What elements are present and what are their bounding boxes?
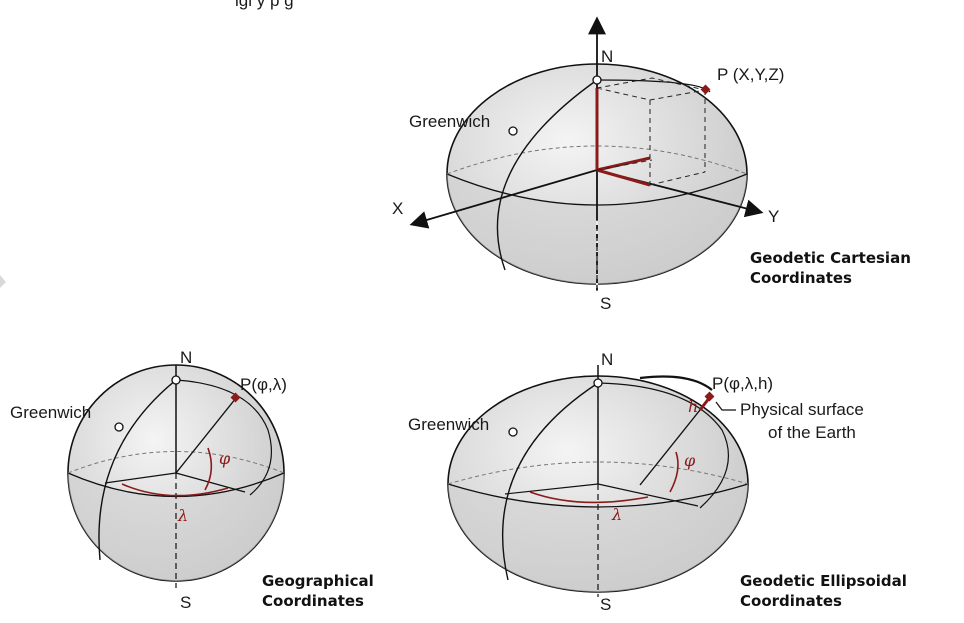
- cropped-header-text: igi y p g: [235, 0, 294, 10]
- geographical-radius-equator: [175, 472, 246, 493]
- ellipsoidal-radius-greenwich: [504, 483, 599, 495]
- ellipsoidal-point-p: [704, 391, 715, 402]
- geographical-radius-greenwich: [104, 472, 177, 484]
- geographical-diagram: N S Greenwich P(φ,λ) φ λ Geographical Co…: [10, 348, 374, 612]
- geographical-radius-p: [175, 397, 237, 474]
- geographical-equator-back: [67, 451, 285, 474]
- ellipsoidal-surface-line1: Physical surface: [740, 400, 864, 419]
- ellipsoidal-south-label: S: [600, 595, 611, 614]
- ellipsoidal-caption-line1: Geodetic Ellipsoidal: [740, 572, 907, 590]
- cartesian-caption-line1: Geodetic Cartesian: [750, 249, 911, 267]
- cartesian-greenwich-label: Greenwich: [409, 112, 490, 131]
- ellipsoidal-phi-arc: [669, 451, 679, 493]
- cartesian-point-label: P (X,Y,Z): [717, 65, 784, 84]
- ellipsoidal-lambda-label: λ: [611, 505, 622, 524]
- cartesian-y-component: [596, 168, 651, 187]
- cartesian-x-axis: [409, 169, 598, 229]
- cartesian-south-label: S: [600, 294, 611, 313]
- ellipsoidal-h-label: h: [688, 397, 698, 416]
- ellipsoidal-physical-surface: [639, 375, 713, 391]
- geographical-phi-label: φ: [219, 449, 231, 468]
- ellipsoidal-diagram: N S Greenwich P(φ,λ,h) h Physical surfac…: [408, 350, 907, 614]
- ellipsoidal-surface-line2: of the Earth: [768, 423, 856, 442]
- geographical-south-label: S: [180, 593, 191, 612]
- cartesian-north-pole-dot: [592, 75, 602, 85]
- geographical-caption-line1: Geographical: [262, 572, 374, 590]
- ellipsoidal-lambda-arc: [529, 491, 649, 504]
- geographical-meridian-p: [175, 379, 272, 496]
- geographical-lambda-label: λ: [177, 506, 188, 525]
- geographical-caption-line2: Coordinates: [262, 592, 364, 610]
- ellipsoidal-greenwich-label: Greenwich: [408, 415, 489, 434]
- cartesian-caption-line2: Coordinates: [750, 269, 852, 287]
- geographical-greenwich-label: Greenwich: [10, 403, 91, 422]
- ellipsoidal-greenwich-meridian: [501, 382, 599, 581]
- cartesian-y-label: Y: [768, 207, 779, 226]
- ellipsoidal-radius-equator: [597, 483, 699, 507]
- margin-decoration: [0, 275, 6, 288]
- geographical-point-label: P(φ,λ): [240, 375, 287, 394]
- ellipsoidal-caption-line2: Coordinates: [740, 592, 842, 610]
- ellipsoidal-phi-label: φ: [684, 451, 696, 470]
- ellipsoidal-greenwich-dot: [508, 427, 518, 437]
- geographical-phi-arc: [204, 447, 213, 491]
- geographical-lambda-arc: [121, 483, 229, 497]
- ellipsoidal-north-label: N: [601, 350, 613, 369]
- geographical-north-pole-dot: [171, 375, 181, 385]
- geographical-greenwich-dot: [114, 422, 124, 432]
- cartesian-x-label: X: [392, 199, 403, 218]
- cartesian-diagram: N S Greenwich P (X,Y,Z) X Y Geodetic Car…: [392, 16, 911, 313]
- geographical-point-p: [230, 392, 241, 403]
- cartesian-point-p: [700, 84, 711, 95]
- ellipsoidal-surface-leader: [715, 401, 736, 411]
- ellipsoidal-north-pole-dot: [593, 378, 603, 388]
- cartesian-greenwich-meridian: [496, 79, 598, 271]
- geographical-greenwich-meridian: [98, 379, 177, 561]
- ellipsoidal-meridian-p: [597, 382, 730, 509]
- geographical-north-label: N: [180, 348, 192, 367]
- cartesian-greenwich-dot: [508, 126, 518, 136]
- cartesian-north-label: N: [601, 47, 613, 66]
- ellipsoidal-point-label: P(φ,λ,h): [712, 374, 773, 393]
